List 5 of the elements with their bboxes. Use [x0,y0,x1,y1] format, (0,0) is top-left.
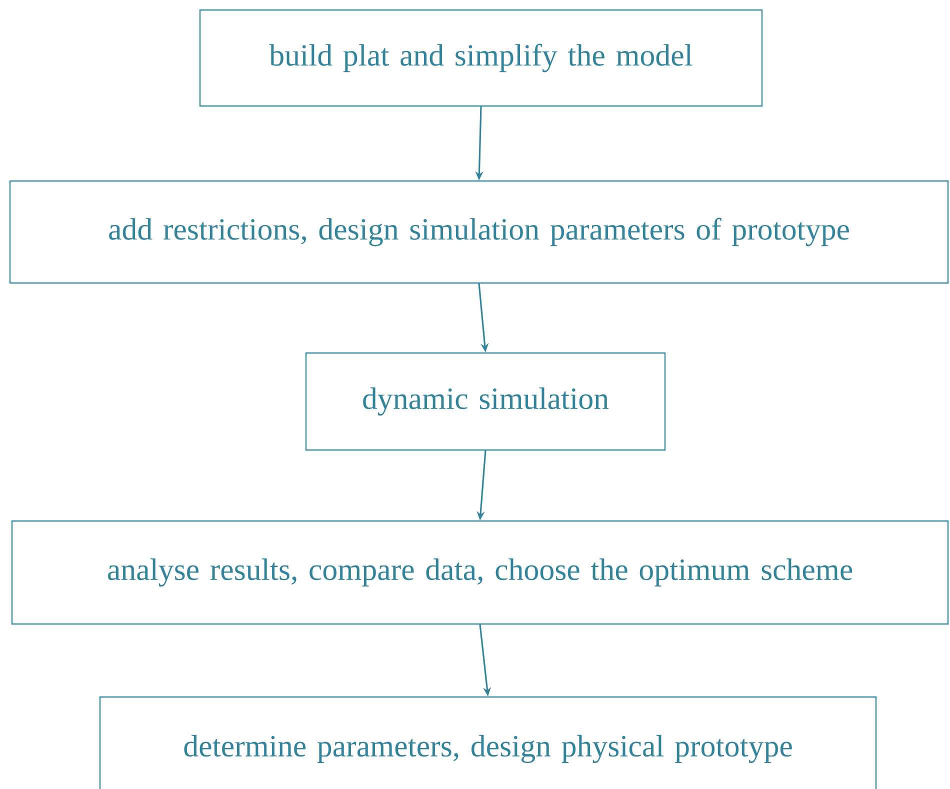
process-box: analyse results, compare data, choose the optimum scheme [11,520,949,625]
process-box: add restrictions, design simulation parameters of prototype [9,180,949,284]
process-box: dynamic simulation [305,352,666,451]
process-box: build plat and simplify the model [199,9,763,107]
process-box: determine parameters, design physical prototype [99,696,877,789]
